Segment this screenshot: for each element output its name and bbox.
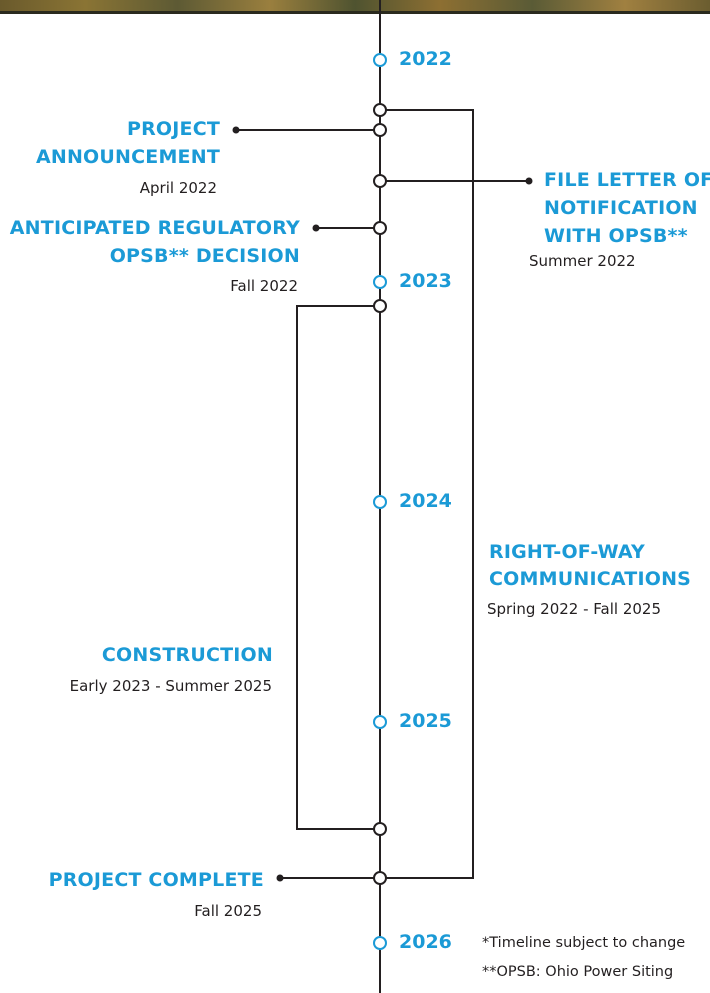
- project-complete-title: PROJECT COMPLETE: [48, 869, 264, 891]
- dot-regulatory-decision: [312, 224, 320, 232]
- node-file-letter: [373, 174, 387, 188]
- project-announcement-date: April 2022: [139, 179, 217, 197]
- year-label-2024: 2024: [399, 490, 452, 512]
- node-right-of-way-start: [373, 103, 387, 117]
- file-letter-date: Summer 2022: [529, 252, 636, 270]
- node-construction-start: [373, 299, 387, 313]
- right-of-way-title-line2: COMMUNICATIONS: [489, 568, 692, 590]
- project-complete-date: Fall 2025: [194, 902, 262, 920]
- file-letter-title-line2: NOTIFICATION: [544, 197, 698, 219]
- regulatory-decision-date: Fall 2022: [230, 277, 298, 295]
- node-project-announcement: [373, 123, 387, 137]
- project-announcement-title-line2: ANNOUNCEMENT: [35, 146, 220, 168]
- construction-title: CONSTRUCTION: [101, 644, 273, 666]
- year-node-2025: [373, 715, 387, 729]
- right-of-way-date: Spring 2022 - Fall 2025: [487, 600, 662, 618]
- file-letter-title-line3: WITH OPSB**: [544, 225, 688, 247]
- node-regulatory-decision: [373, 221, 387, 235]
- right-of-way-title-line1: RIGHT-OF-WAY: [489, 541, 645, 563]
- regulatory-decision-title-line2: OPSB** DECISION: [109, 245, 300, 267]
- node-construction-end: [373, 822, 387, 836]
- year-node-2024: [373, 495, 387, 509]
- right-of-way-bracket: [380, 109, 474, 879]
- footnote-opsb: **OPSB: Ohio Power Siting: [482, 964, 674, 980]
- year-node-2026: [373, 936, 387, 950]
- year-node-2022: [373, 53, 387, 67]
- year-label-2025: 2025: [399, 710, 452, 732]
- year-label-2023: 2023: [399, 270, 452, 292]
- year-label-2026: 2026: [399, 931, 452, 953]
- regulatory-decision-title-line1: ANTICIPATED REGULATORY: [9, 217, 300, 239]
- year-node-2023: [373, 275, 387, 289]
- node-project-complete: [373, 871, 387, 885]
- construction-date: Early 2023 - Summer 2025: [69, 677, 272, 695]
- dot-project-announcement: [232, 126, 240, 134]
- year-label-2022: 2022: [399, 48, 452, 70]
- dot-project-complete: [276, 874, 284, 882]
- project-announcement-title-line1: PROJECT: [126, 118, 220, 140]
- file-letter-title-line1: FILE LETTER OF: [544, 169, 710, 191]
- header-photo-strip: [0, 0, 710, 14]
- dot-file-letter: [525, 177, 533, 185]
- footnote-timeline: *Timeline subject to change: [482, 935, 686, 951]
- construction-bracket: [296, 305, 380, 830]
